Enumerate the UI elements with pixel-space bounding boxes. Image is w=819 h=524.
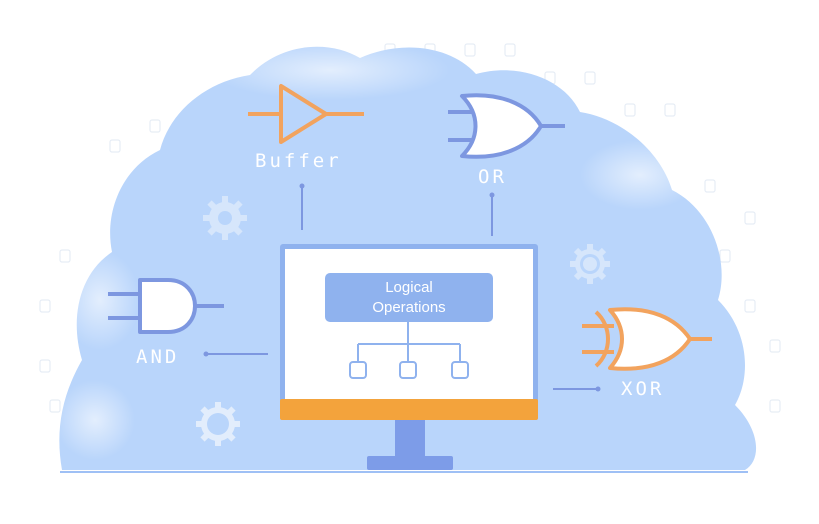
or-label: OR [478,166,507,188]
center-title-line1: Logical [385,278,433,296]
gear-icon [196,402,240,446]
cloud-highlight [55,380,135,460]
connector-dot [489,192,495,198]
binary-pattern [39,43,781,413]
gear-icon [203,196,247,240]
or-gate-icon [448,93,565,159]
center-title-box: Logical Operations [325,273,493,322]
tree-icon [349,322,469,379]
cloud-highlight [210,40,450,100]
connector-dot [203,351,209,357]
connector-dot [595,386,601,392]
center-title-line2: Operations [372,298,446,316]
xor-gate-icon [582,307,712,371]
and-gate-icon [108,278,224,334]
connector-dot [299,183,305,189]
cloud-highlight [580,140,700,210]
and-label: AND [136,346,180,368]
cloud-highlight [60,250,140,350]
connector-lines [206,186,598,390]
xor-label: XOR [621,378,665,400]
buffer-gate-icon [248,84,364,144]
gear-icon [570,244,610,284]
buffer-label: Buffer [255,150,342,172]
